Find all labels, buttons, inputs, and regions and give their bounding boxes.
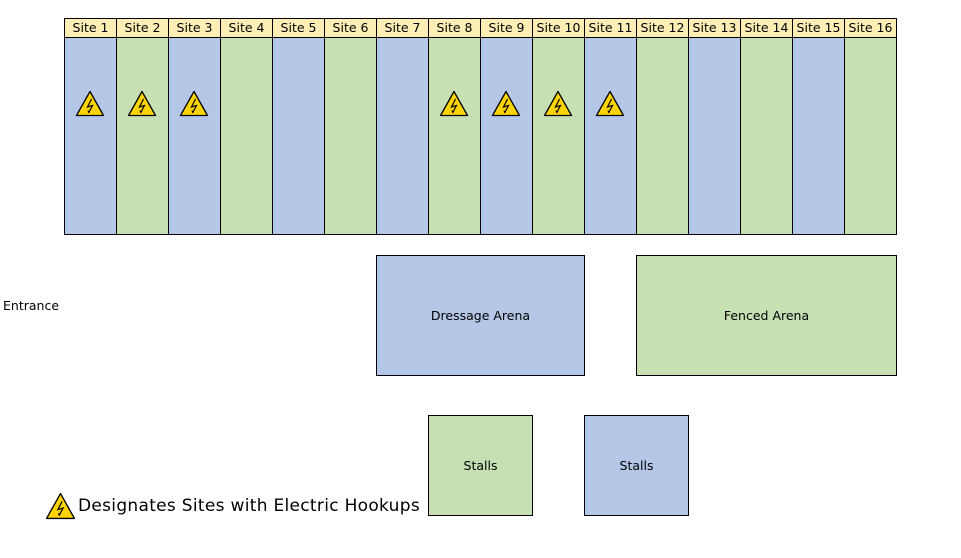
stalls-left-label: Stalls	[463, 458, 498, 473]
campsite: Site 1	[64, 18, 117, 235]
campsite-label: Site 6	[324, 18, 377, 38]
campsite-plot	[584, 37, 637, 235]
campsite-plot	[480, 37, 533, 235]
fenced-arena-label: Fenced Arena	[723, 308, 810, 323]
campsite-label: Site 16	[844, 18, 897, 38]
campsite-plot	[688, 37, 741, 235]
campsite-plot	[64, 37, 117, 235]
campsite-plot	[428, 37, 481, 235]
campsite: Site 10	[532, 18, 585, 235]
campsite-plot	[740, 37, 793, 235]
electric-hazard-icon	[179, 90, 209, 117]
campsite-label: Site 7	[376, 18, 429, 38]
electric-hazard-icon	[45, 492, 76, 520]
legend: Designates Sites with Electric Hookups	[45, 492, 420, 520]
electric-hazard-icon	[127, 90, 157, 117]
campsite-plot	[324, 37, 377, 235]
campsite-plot	[168, 37, 221, 235]
campsite-label: Site 9	[480, 18, 533, 38]
electric-hazard-icon	[595, 90, 625, 117]
campsite-label: Site 1	[64, 18, 117, 38]
campsite-plot	[376, 37, 429, 235]
dressage-arena-label: Dressage Arena	[430, 308, 531, 323]
campsite-label: Site 13	[688, 18, 741, 38]
campsite: Site 5	[272, 18, 325, 235]
electric-hazard-icon	[75, 90, 105, 117]
campsite: Site 6	[324, 18, 377, 235]
campsite-plot	[116, 37, 169, 235]
electric-hazard-icon	[439, 90, 469, 117]
stalls-right-label: Stalls	[619, 458, 654, 473]
electric-hazard-icon	[491, 90, 521, 117]
campsite: Site 3	[168, 18, 221, 235]
dressage-arena: Dressage Arena	[376, 255, 585, 376]
campsite-label: Site 4	[220, 18, 273, 38]
campsite: Site 9	[480, 18, 533, 235]
campsite-plot	[220, 37, 273, 235]
campsite-label: Site 12	[636, 18, 689, 38]
campsite: Site 14	[740, 18, 793, 235]
campsite: Site 13	[688, 18, 741, 235]
campsite: Site 12	[636, 18, 689, 235]
campsite-label: Site 5	[272, 18, 325, 38]
campsite-plot	[532, 37, 585, 235]
stalls-right: Stalls	[584, 415, 689, 516]
campsite-label: Site 2	[116, 18, 169, 38]
campsite-plot	[844, 37, 897, 235]
campsite: Site 15	[792, 18, 845, 235]
legend-text: Designates Sites with Electric Hookups	[78, 496, 420, 516]
stalls-left: Stalls	[428, 415, 533, 516]
campsite-label: Site 15	[792, 18, 845, 38]
campsite-label: Site 14	[740, 18, 793, 38]
campsite: Site 2	[116, 18, 169, 235]
campsite-plot	[636, 37, 689, 235]
fenced-arena: Fenced Arena	[636, 255, 897, 376]
campsite-label: Site 11	[584, 18, 637, 38]
campsite-plot	[272, 37, 325, 235]
campsite-label: Site 10	[532, 18, 585, 38]
campsite: Site 16	[844, 18, 897, 235]
campsite: Site 8	[428, 18, 481, 235]
campsite: Site 11	[584, 18, 637, 235]
electric-hazard-icon	[543, 90, 573, 117]
entrance-label: Entrance	[3, 298, 60, 313]
campsite-label: Site 8	[428, 18, 481, 38]
campsite: Site 7	[376, 18, 429, 235]
campsite-plot	[792, 37, 845, 235]
campsite: Site 4	[220, 18, 273, 235]
campsite-label: Site 3	[168, 18, 221, 38]
